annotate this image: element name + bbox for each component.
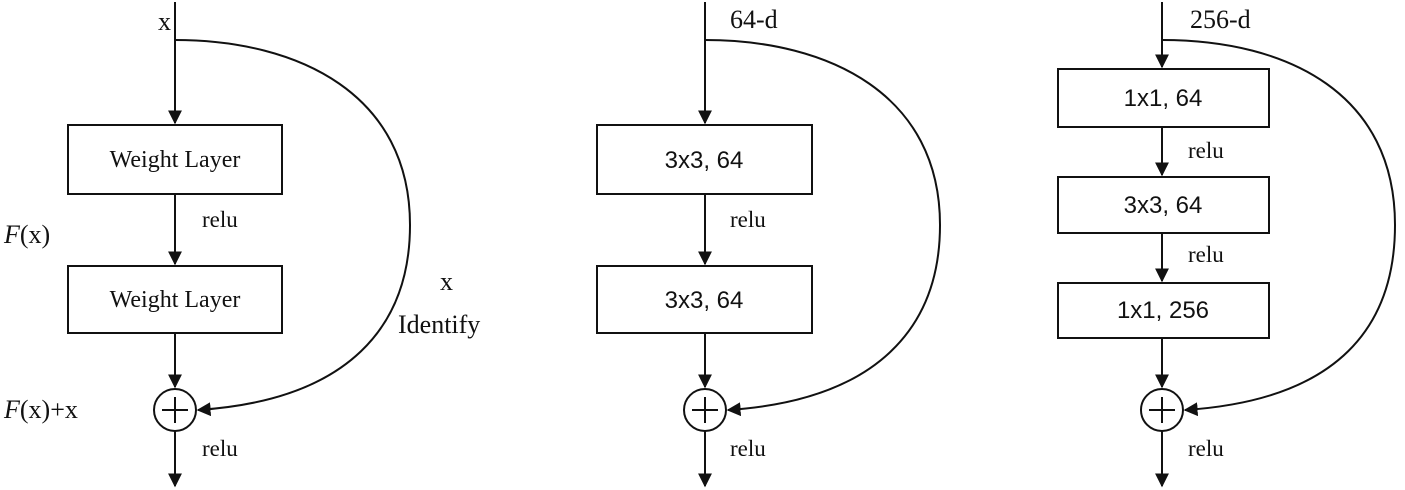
block-2: 64-d 3x3, 64 relu 3x3, 64 relu [596, 2, 942, 488]
block2-conv-2-label: 3x3, 64 [665, 287, 744, 314]
block1-shortcut-arc [174, 39, 412, 417]
block1-fx-label: F(x) [3, 220, 50, 249]
block3-relu-1: relu [1188, 138, 1224, 163]
block3-conv-3 [1057, 282, 1270, 339]
block3-shortcut-arc [1161, 39, 1397, 417]
block-3: 256-d 1x1, 64 relu 3x3, 64 relu 1x1, 256… [1057, 2, 1397, 488]
block1-weight-layer-1-label: Weight Layer [110, 147, 241, 173]
block2-relu-out: relu [730, 436, 766, 461]
block2-shortcut-arc [704, 39, 942, 417]
block2-conv-2 [596, 265, 813, 334]
block1-shortcut-label-identify: Identify [398, 310, 480, 339]
block1-relu-out: relu [202, 436, 238, 461]
block3-relu-out: relu [1188, 436, 1224, 461]
block3-conv-3-label: 1x1, 256 [1117, 297, 1209, 324]
block3-conv-1-label: 1x1, 64 [1124, 85, 1203, 112]
block1-weight-layer-2-label: Weight Layer [110, 287, 241, 313]
block2-conv-1 [596, 124, 813, 195]
block3-conv-2 [1057, 176, 1270, 234]
block1-relu-mid: relu [202, 207, 238, 232]
block1-sum-label: F(x)+x [3, 395, 78, 424]
block2-conv-1-label: 3x3, 64 [665, 147, 744, 174]
block3-conv-2-label: 3x3, 64 [1124, 192, 1203, 219]
block2-relu-mid: relu [730, 207, 766, 232]
block3-input-label: 256-d [1190, 5, 1251, 34]
block-1: x Weight Layer relu F(x) Weight Layer F(… [3, 2, 480, 488]
block2-input-label: 64-d [730, 5, 778, 34]
block3-conv-1 [1057, 68, 1270, 128]
block3-relu-2: relu [1188, 242, 1224, 267]
block1-input-label: x [158, 7, 171, 36]
block1-weight-layer-2 [67, 265, 283, 334]
block1-shortcut-label-x: x [440, 267, 453, 296]
